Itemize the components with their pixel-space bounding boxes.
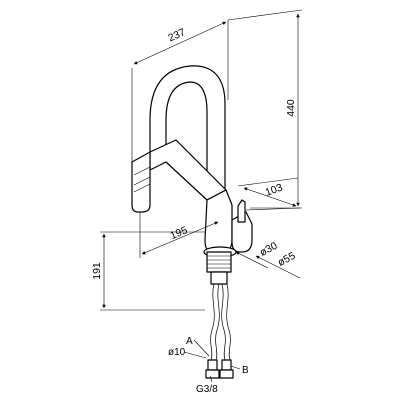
callout-b-label: B xyxy=(242,365,249,376)
hose-callouts: A ø10 B G3/8 xyxy=(168,336,249,395)
spray-head xyxy=(131,151,151,213)
lever-stick xyxy=(237,199,246,223)
mounting-shank xyxy=(206,251,232,273)
callout-a-label: A xyxy=(186,336,193,347)
dim-195-label: 195 xyxy=(169,224,190,242)
dimension-height: 440 xyxy=(227,9,303,209)
dimension-base-to-spout: 103 xyxy=(237,177,301,211)
faucet-body xyxy=(204,189,233,253)
hose-end-left xyxy=(205,369,220,379)
dim-237-label: 237 xyxy=(166,26,187,44)
callout-thread-label: G3/8 xyxy=(196,384,218,395)
hose-end-right xyxy=(219,369,234,379)
faucet-outline xyxy=(131,65,253,285)
dimension-depth: 191 xyxy=(91,231,205,311)
shank-nut xyxy=(210,271,228,285)
callout-o10-label: ø10 xyxy=(168,347,186,358)
dim-191-label: 191 xyxy=(91,262,103,280)
hose-fitting-left xyxy=(207,359,218,371)
supply-hoses xyxy=(205,283,234,379)
dim-440-label: 440 xyxy=(285,99,297,117)
lever-handle xyxy=(231,211,253,253)
hose-fitting-right xyxy=(221,359,232,371)
dim-o30-label: ø30 xyxy=(258,240,280,259)
dim-103-label: 103 xyxy=(264,181,285,198)
dim-o55-label: ø55 xyxy=(276,250,298,269)
spout-arch xyxy=(149,65,226,201)
